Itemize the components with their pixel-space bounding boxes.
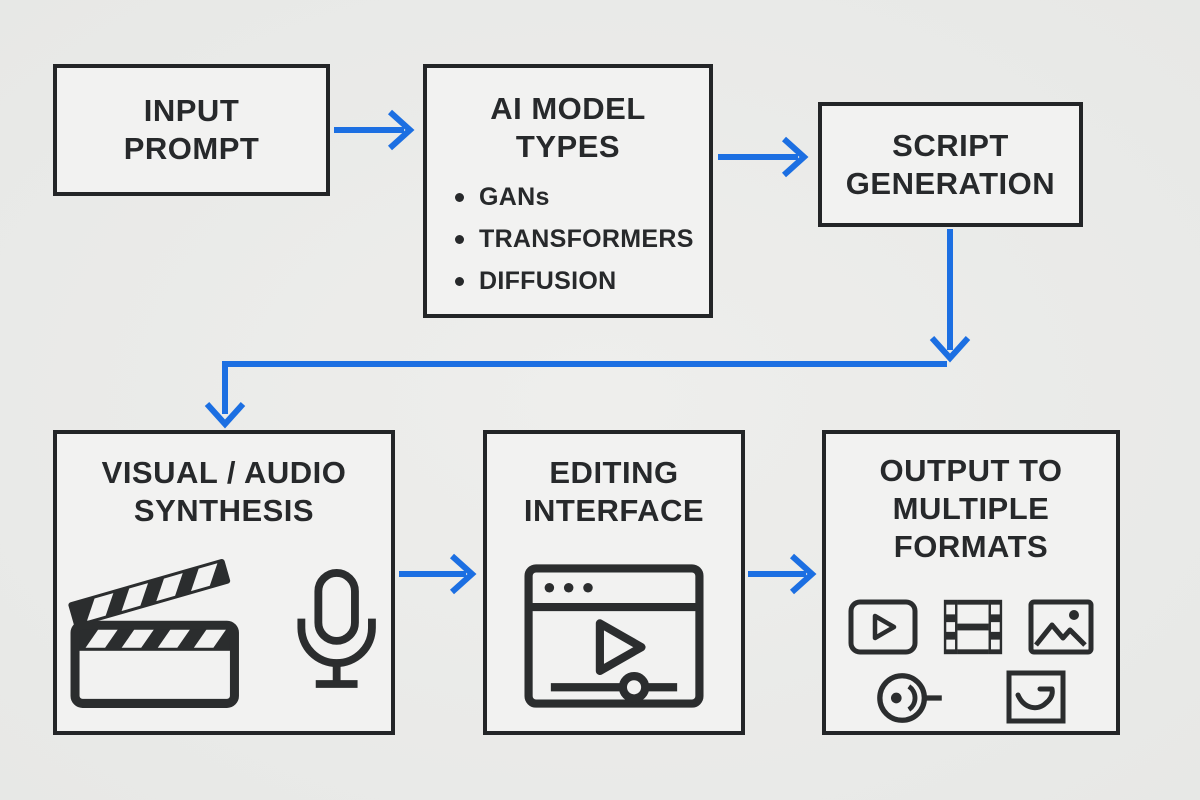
input-prompt-title: INPUT PROMPT xyxy=(123,93,260,166)
output-formats-title: OUTPUT TO MULTIPLE FORMATS xyxy=(879,453,1063,564)
ai-model-types-title: AI MODEL TYPES xyxy=(490,91,646,164)
clapperboard-icon xyxy=(63,556,251,708)
list-item: DIFFUSION xyxy=(455,267,709,296)
film-strip-icon xyxy=(939,597,1007,657)
list-item: GANs xyxy=(455,183,709,212)
arrow-editing-to-output xyxy=(748,553,817,595)
social-share-icon xyxy=(1004,669,1068,727)
script-generation-title: SCRIPT GENERATION xyxy=(845,127,1056,201)
arrow-synthesis-to-editing xyxy=(399,553,477,595)
arrow-input-to-ai xyxy=(334,109,415,151)
image-icon xyxy=(1027,598,1095,656)
media-disc-icon xyxy=(874,668,966,728)
node-ai-model-types: AI MODEL TYPES GANs TRANSFORMERS DIFFUSI… xyxy=(423,64,713,318)
editing-interface-title: EDITING INTERFACE xyxy=(523,455,705,528)
list-item: TRANSFORMERS xyxy=(455,225,709,254)
visual-audio-synthesis-title: VISUAL / AUDIO SYNTHESIS xyxy=(101,455,347,528)
node-input-prompt: INPUT PROMPT xyxy=(53,64,330,196)
video-play-icon xyxy=(847,597,919,657)
node-editing-interface: EDITING INTERFACE xyxy=(483,430,745,735)
microphone-icon xyxy=(287,562,385,708)
node-output-formats: OUTPUT TO MULTIPLE FORMATS xyxy=(822,430,1120,735)
arrow-ai-to-script xyxy=(718,136,809,178)
video-player-window-icon xyxy=(521,558,707,714)
node-visual-audio-synthesis: VISUAL / AUDIO SYNTHESIS xyxy=(53,430,395,735)
node-script-generation: SCRIPT GENERATION xyxy=(818,102,1083,227)
ai-model-types-list: GANs TRANSFORMERS DIFFUSION xyxy=(427,183,709,296)
